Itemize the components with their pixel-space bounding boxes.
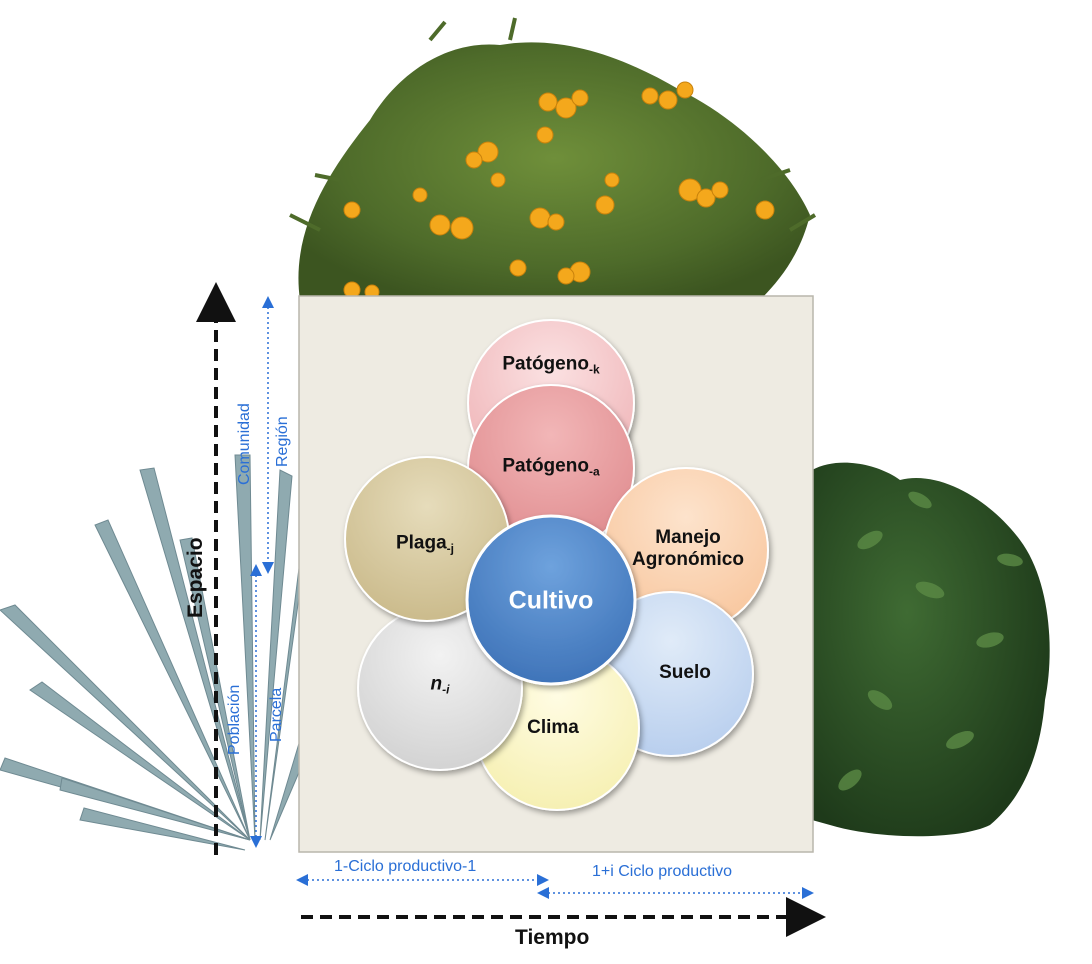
- label-comunidad: Comunidad: [236, 403, 253, 485]
- coffee-bush-illustration: [812, 462, 1050, 837]
- label-manejo: Manejo Agronómico: [632, 527, 744, 571]
- label-tiempo: Tiempo: [515, 926, 590, 949]
- label-poblacion: Población: [226, 684, 243, 755]
- label-n-i: n-i: [431, 674, 450, 701]
- label-clima: Clima: [527, 717, 579, 738]
- label-cycle-i: 1+i Ciclo productivo: [592, 863, 733, 880]
- center-cultivo: [465, 514, 637, 686]
- label-manejo-line2: Agronómico: [632, 549, 744, 570]
- label-cultivo: Cultivo: [508, 586, 594, 615]
- orange-tree-illustration: [289, 17, 817, 301]
- label-patogeno-a: Patógeno-a: [502, 456, 599, 483]
- label-n-i-base: n: [430, 673, 443, 695]
- label-patogeno-k-base: Patógeno: [502, 353, 589, 375]
- label-patogeno-k-sub: -k: [588, 362, 600, 377]
- label-espacio: Espacio: [184, 537, 207, 618]
- label-patogeno-a-base: Patógeno: [502, 455, 589, 477]
- label-plaga: Plaga-j: [396, 533, 454, 560]
- label-suelo: Suelo: [659, 662, 711, 683]
- label-plaga-base: Plaga: [395, 532, 447, 554]
- label-patogeno-k: Patógeno-k: [502, 354, 599, 381]
- label-n-i-sub: -i: [442, 682, 450, 697]
- label-plaga-sub: -j: [446, 541, 455, 556]
- label-patogeno-a-sub: -a: [588, 464, 600, 479]
- label-region: Región: [274, 416, 291, 467]
- label-manejo-line1: Manejo: [655, 527, 721, 548]
- label-cycle-1: 1-Ciclo productivo-1: [334, 858, 477, 875]
- label-parcela: Parcela: [268, 687, 285, 742]
